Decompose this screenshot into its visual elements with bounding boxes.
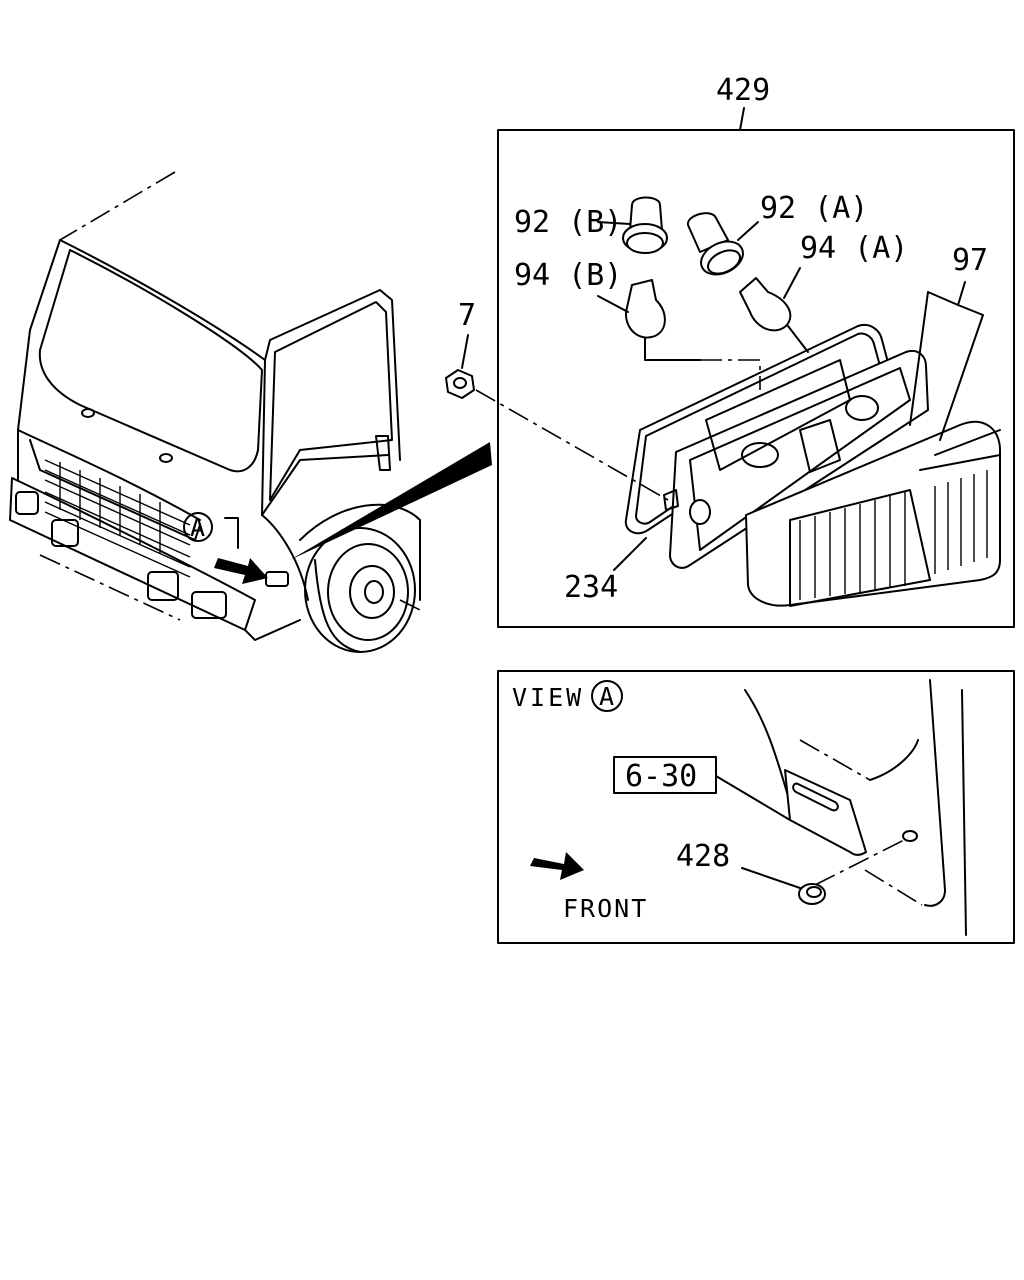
front-label: FRONT [563,894,648,923]
bulb-a [739,277,792,332]
front-arrow-icon [530,852,584,880]
exploded-view-panel: 429 92 (B) 92 (A) 94 (B) 94 (A) [445,73,1015,628]
ref-box-label: 6-30 [625,759,697,794]
view-marker-letter: A [599,682,614,711]
callout-socket-a: 92 (A) [760,191,868,226]
callout-bulb-a: 94 (A) [800,231,908,266]
lens [745,420,1001,607]
nut [445,369,475,399]
truck-illustration: A [9,171,492,653]
bulb-b [624,279,666,339]
lamp-housing [663,350,929,569]
socket-b [622,196,668,254]
truck-marker-letter: A [190,513,205,542]
truck-view-marker: A [183,512,239,549]
callout-gasket: 234 [564,570,618,605]
callout-nut: 7 [458,298,476,333]
arrow-icon [214,558,268,584]
view-a-panel: VIEW A 6-30 428 FRONT [497,670,1015,944]
front-wheel [304,527,416,653]
view-title: VIEW [512,683,584,712]
callout-bulb-b: 94 (B) [514,258,622,293]
grille [44,459,191,578]
socket-a [687,212,744,276]
leader-wedge [290,442,492,560]
callout-lens: 97 [952,243,988,278]
callout-grommet: 428 [676,839,730,874]
grommet [798,883,826,905]
callout-assembly: 429 [716,73,770,108]
